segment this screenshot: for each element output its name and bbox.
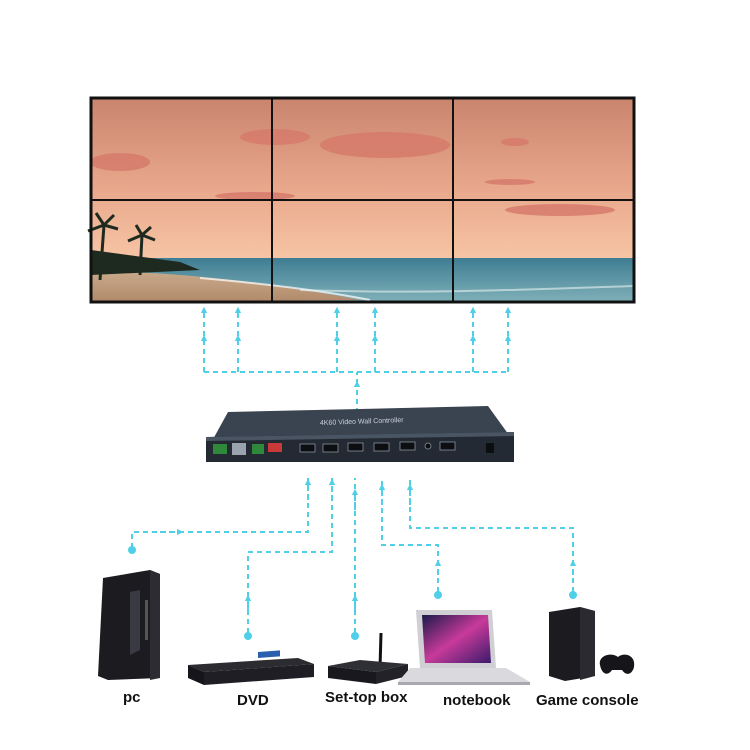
game-console-icon <box>549 607 635 681</box>
wall-bezels <box>89 96 636 304</box>
notebook-icon <box>398 610 530 685</box>
palm-trees <box>87 212 200 281</box>
pc-tower-icon <box>98 570 160 680</box>
device-label-notebook: notebook <box>443 692 511 709</box>
controller-model-text: 4K60 Video Wall Controller <box>320 417 405 427</box>
sky-clouds <box>90 129 615 216</box>
beach <box>91 271 360 302</box>
connection-dots <box>128 546 577 640</box>
controller-ports <box>213 441 494 455</box>
input-connections <box>131 478 577 633</box>
video-wall-controller: 4K60 Video Wall Controller <box>206 406 514 462</box>
video-wall <box>87 96 636 304</box>
output-connections <box>200 306 512 413</box>
device-label-set-top-box: Set-top box <box>325 689 408 706</box>
device-label-game-console: Game console <box>536 692 639 709</box>
device-label-pc: pc <box>123 689 141 706</box>
set-top-box-icon <box>328 632 408 684</box>
dvd-player-icon <box>188 650 314 685</box>
device-label-dvd: DVD <box>237 692 269 709</box>
